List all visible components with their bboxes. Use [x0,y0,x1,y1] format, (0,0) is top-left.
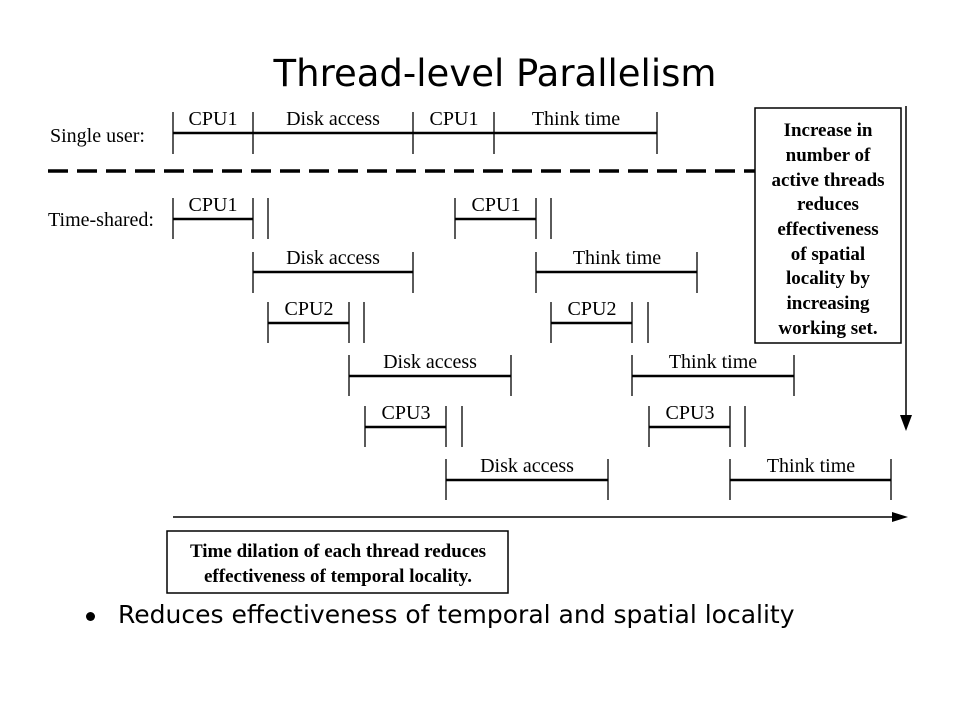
slide-title: Thread-level Parallelism [273,52,717,95]
vertical-arrow-head [900,415,912,431]
cpu1-second-label: CPU1 [472,194,521,216]
single-think-time-label: Think time [532,108,620,130]
cpu1-label: CPU1 [189,194,238,216]
time-shared-label: Time-shared: [48,209,154,231]
bullet-text: Reduces effectiveness of temporal and sp… [118,600,795,629]
disk-access-1-label: Disk access [286,247,380,269]
svg-text:Time dilation of each thread r: Time dilation of each thread reduces [190,541,486,562]
svg-text:increasing: increasing [786,293,870,314]
svg-text:of spatial: of spatial [791,244,865,265]
svg-text:reduces: reduces [797,194,859,215]
cpu2-second-label: CPU2 [568,298,617,320]
svg-text:locality by: locality by [786,268,870,289]
temporal-locality-note-box [166,530,509,594]
think-time-3-label: Think time [767,455,855,477]
temporal-locality-note: Time dilation of each thread reduces eff… [190,541,486,587]
svg-text:active threads: active threads [771,170,884,191]
single-disk-access-label: Disk access [286,108,380,130]
disk-access-2-label: Disk access [383,351,477,373]
svg-text:number of: number of [786,145,871,166]
single-cpu1-label: CPU1 [189,108,238,130]
svg-text:effectiveness of temporal loca: effectiveness of temporal locality. [204,566,472,587]
disk-access-3-label: Disk access [480,455,574,477]
spatial-locality-note: Increase in number of active threads red… [771,120,884,339]
cpu3-label: CPU3 [382,402,431,424]
bullet-dot-icon [86,612,95,621]
single-user-label: Single user: [50,125,145,147]
time-axis-arrow-head [892,512,908,522]
cpu3-second-label: CPU3 [666,402,715,424]
think-time-2-label: Think time [669,351,757,373]
svg-text:Increase in: Increase in [784,120,873,141]
spatial-locality-note-box [754,107,902,344]
svg-text:effectiveness: effectiveness [777,219,878,240]
single-cpu1-second-label: CPU1 [430,108,479,130]
cpu2-label: CPU2 [285,298,334,320]
svg-text:working set.: working set. [778,318,877,339]
think-time-1-label: Think time [573,247,661,269]
